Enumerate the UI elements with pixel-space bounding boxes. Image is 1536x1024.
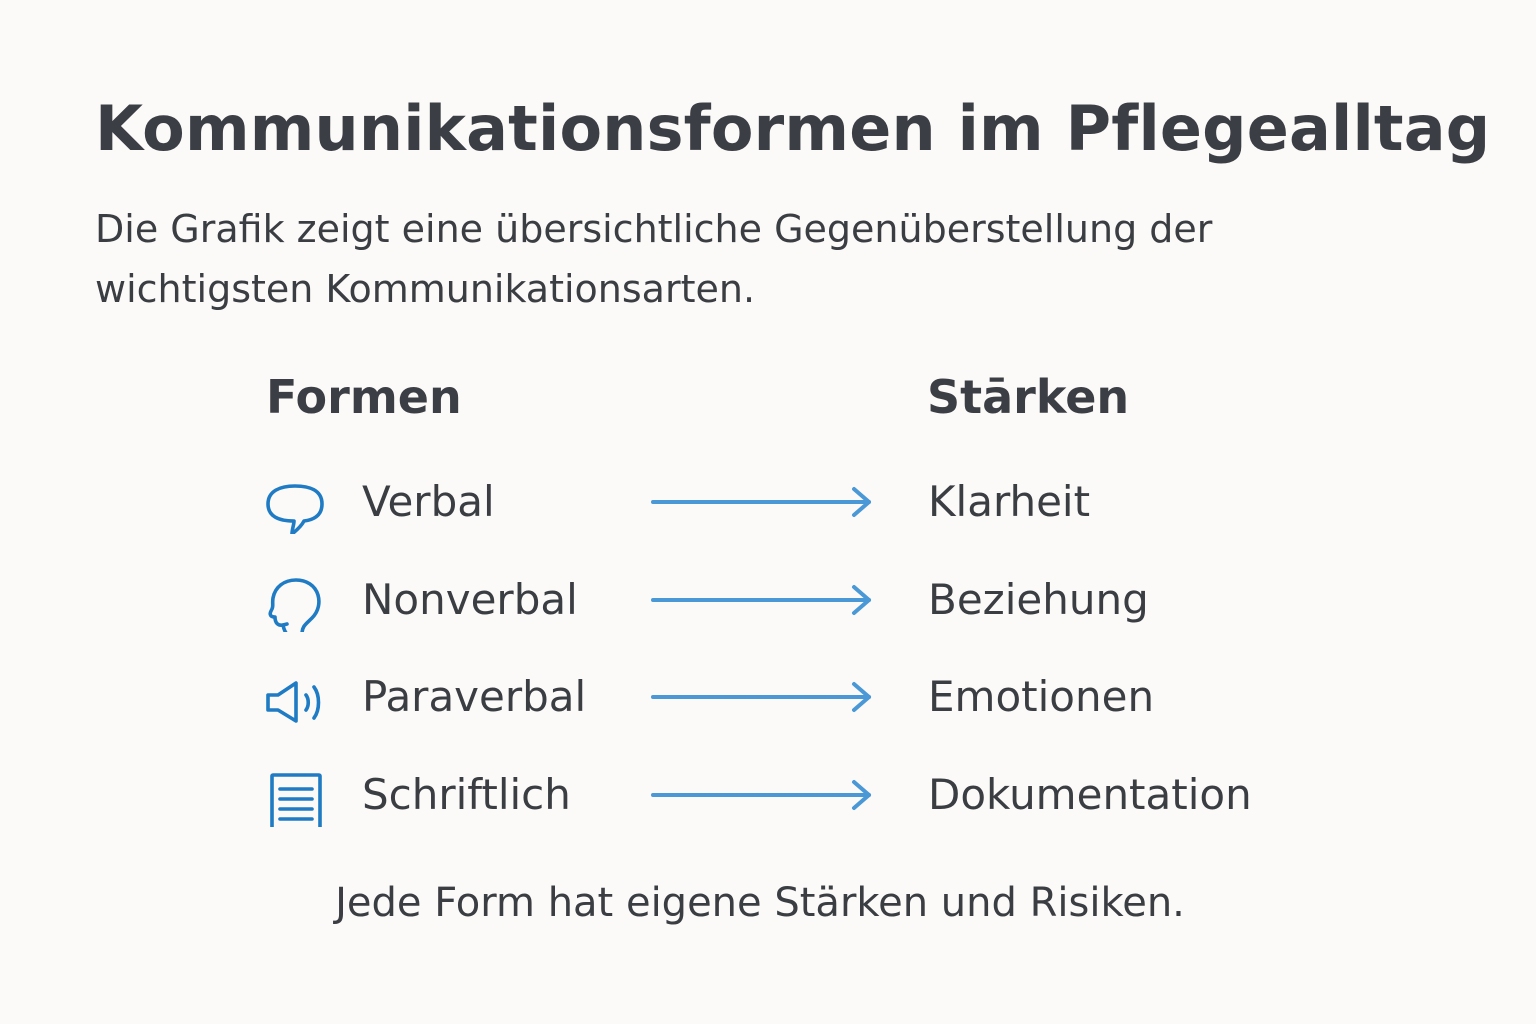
column-header-forms: Formen bbox=[266, 370, 462, 424]
arrow-icon bbox=[650, 779, 876, 811]
form-label: Schriftlich bbox=[362, 770, 571, 819]
strength-label: Klarheit bbox=[928, 477, 1091, 526]
column-header-strengths: Stārken bbox=[927, 370, 1130, 424]
row-verbal: Verbal Klarheit bbox=[0, 462, 1536, 542]
speech-bubble-icon bbox=[262, 470, 326, 534]
form-label: Nonverbal bbox=[362, 575, 578, 624]
form-label: Paraverbal bbox=[362, 672, 587, 721]
row-schriftlich: Schriftlich Dokumentation bbox=[0, 755, 1536, 835]
strength-label: Emotionen bbox=[928, 672, 1155, 721]
speaker-icon bbox=[262, 665, 326, 729]
arrow-icon bbox=[650, 681, 876, 713]
strength-label: Beziehung bbox=[928, 575, 1149, 624]
footer-note: Jede Form hat eigene Stärken und Risiken… bbox=[335, 880, 1185, 926]
form-label: Verbal bbox=[362, 477, 495, 526]
arrow-icon bbox=[650, 486, 876, 518]
strength-label: Dokumentation bbox=[928, 770, 1252, 819]
document-icon bbox=[262, 763, 326, 827]
head-profile-icon bbox=[262, 568, 326, 632]
row-nonverbal: Nonverbal Beziehung bbox=[0, 560, 1536, 640]
arrow-icon bbox=[650, 584, 876, 616]
page-subtitle: Die Grafik zeigt eine übersichtliche Geg… bbox=[95, 207, 1213, 311]
row-paraverbal: Paraverbal Emotionen bbox=[0, 657, 1536, 737]
page-title: Kommunikationsformen im Pflegealltag bbox=[95, 92, 1491, 165]
